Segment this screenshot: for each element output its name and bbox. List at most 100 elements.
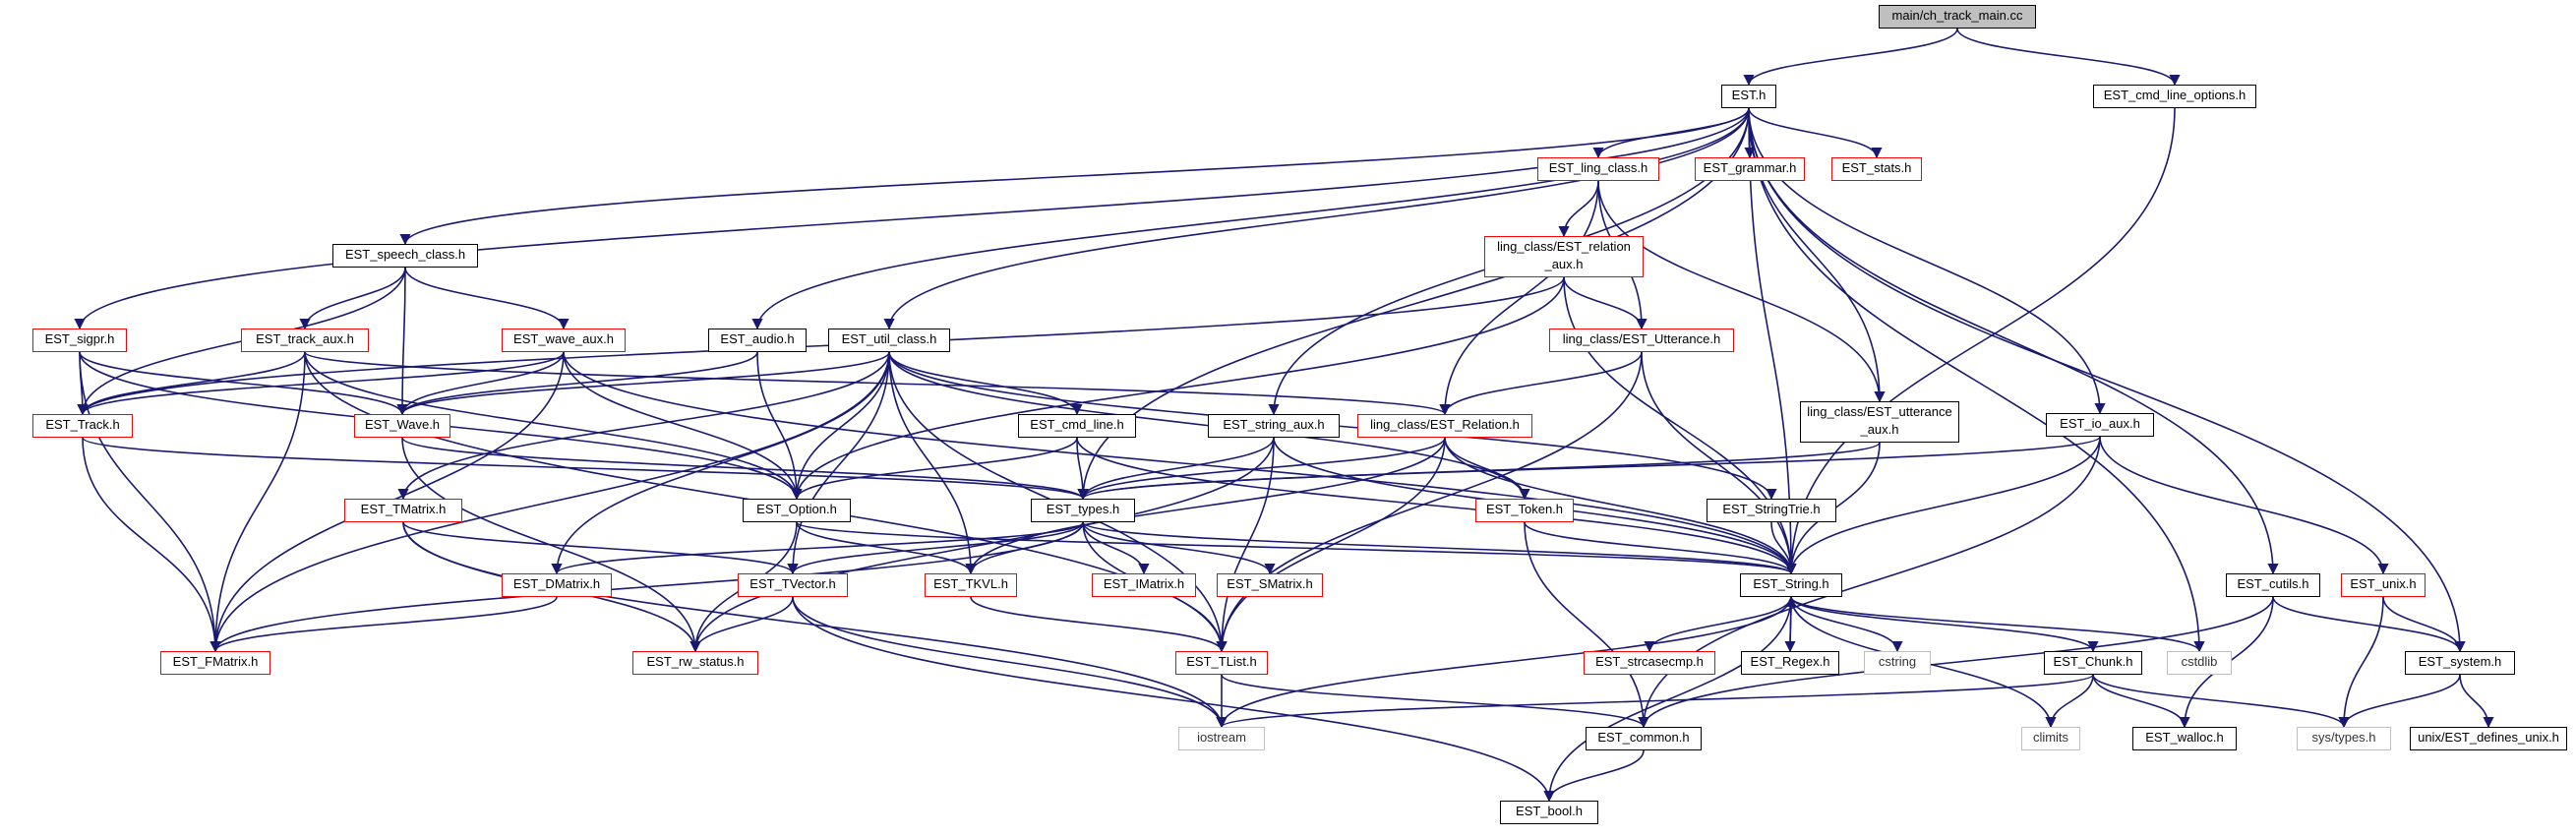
node-est-rw-status-h[interactable]: EST_rw_status.h: [632, 651, 758, 675]
edge-est_unix-to-sys_types: [2338, 596, 2384, 729]
edge-est_system-to-unix_defines: [2459, 674, 2494, 729]
edge-est_util_class-to-est_wave: [396, 351, 890, 416]
node-est-types-h[interactable]: EST_types.h: [1031, 499, 1135, 522]
node-ling-class-est-relation-h[interactable]: ling_class/EST_Relation.h: [1357, 414, 1532, 438]
edge-est_string_aux-to-est_types: [1077, 437, 1275, 501]
edge-est_util_class-to-est_tkvl: [888, 351, 977, 575]
edge-est_speech_class-to-est_wave_aux: [404, 267, 569, 330]
edge-est_track_aux-to-est_track: [77, 351, 306, 416]
edge-est_types-to-est_imatrix: [1082, 521, 1150, 575]
node-est-h[interactable]: EST.h: [1721, 85, 1776, 108]
node-est-bool-h[interactable]: EST_bool.h: [1500, 801, 1598, 824]
node-est-regex-h[interactable]: EST_Regex.h: [1741, 651, 1839, 675]
node-est-strcasecmp-h[interactable]: EST_strcasecmp.h: [1584, 651, 1715, 675]
node-ling-class-est-utterance-aux-h[interactable]: ling_class/EST_utterance _aux.h: [1800, 401, 1959, 443]
edge-est_util_class-to-est_tvector: [787, 351, 890, 575]
node-est-ling-class-h[interactable]: EST_ling_class.h: [1537, 157, 1659, 181]
edge-ling_relation-to-est_tkvl: [965, 437, 1446, 575]
edge-est_sigpr-to-est_wave: [79, 351, 408, 416]
node-est-system-h[interactable]: EST_system.h: [2405, 651, 2515, 675]
node-est-common-h[interactable]: EST_common.h: [1586, 727, 1702, 750]
node-est-wave-aux-h[interactable]: EST_wave_aux.h: [502, 329, 626, 352]
edge-est_h-to-est_ling_class: [1592, 107, 1750, 159]
edge-est_h-to-est_util_class: [883, 107, 1750, 330]
node-est-tvector-h[interactable]: EST_TVector.h: [738, 573, 848, 597]
edge-est_tlist-to-est_common: [1221, 674, 1649, 729]
edge-est_chunk-to-est_walloc: [2092, 674, 2190, 729]
edge-est_string-to-est_chunk: [1790, 596, 2099, 653]
node-ling-class-est-utterance-h[interactable]: ling_class/EST_Utterance.h: [1549, 329, 1734, 352]
edge-est_wave_aux-to-est_string: [563, 351, 1797, 575]
edge-est_track_aux-to-est_option: [304, 351, 803, 501]
edge-est_string-to-cstdlib: [1790, 596, 2205, 653]
edge-est_util_class-to-est_option: [791, 351, 890, 501]
node-est-token-h[interactable]: EST_Token.h: [1475, 499, 1574, 522]
node-est-io-aux-h[interactable]: EST_io_aux.h: [2046, 413, 2154, 437]
node-unix-est-defines-unix-h[interactable]: unix/EST_defines_unix.h: [2410, 727, 2567, 750]
node-est-tkvl-h[interactable]: EST_TKVL.h: [925, 573, 1017, 597]
node-est-fmatrix-h[interactable]: EST_FMatrix.h: [160, 651, 270, 675]
node-est-audio-h[interactable]: EST_audio.h: [708, 329, 807, 352]
node-cstdlib[interactable]: cstdlib: [2167, 651, 2232, 675]
node-est-imatrix-h[interactable]: EST_IMatrix.h: [1092, 573, 1196, 597]
node-label-line: ling_class/EST_utterance: [1807, 404, 1952, 419]
node-est-cmd-line-h[interactable]: EST_cmd_line.h: [1018, 414, 1136, 438]
edge-est_types-to-est_tvector: [787, 521, 1084, 575]
node-est-util-class-h[interactable]: EST_util_class.h: [828, 329, 950, 352]
edge-est_cutils-to-est_common: [1638, 596, 2274, 729]
edge-est_speech_class-to-est_wave: [396, 267, 408, 416]
edge-est_string-to-est_bool: [1543, 596, 1792, 803]
node-est-stats-h[interactable]: EST_stats.h: [1831, 157, 1922, 181]
edge-est_track_aux-to-ling_relation: [304, 351, 1451, 416]
node-est-track-h[interactable]: EST_Track.h: [32, 414, 133, 438]
edge-est_tkvl-to-est_tlist: [970, 596, 1228, 653]
node-est-chunk-h[interactable]: EST_Chunk.h: [2044, 651, 2142, 675]
edge-est_io_aux-to-est_types: [1077, 436, 2101, 501]
node-est-string-h[interactable]: EST_String.h: [1740, 573, 1842, 597]
edge-est_util_class-to-est_fmatrix: [210, 351, 890, 653]
edge-est_util_class-to-est_tmatrix: [397, 351, 890, 501]
node-est-grammar-h[interactable]: EST_grammar.h: [1695, 157, 1805, 181]
edge-est_cutils-to-est_system: [2272, 596, 2466, 653]
node-est-sigpr-h[interactable]: EST_sigpr.h: [32, 329, 127, 352]
edge-est_string_aux-to-est_rw_status: [689, 437, 1275, 653]
node-est-dmatrix-h[interactable]: EST_DMatrix.h: [502, 573, 612, 597]
node-est-option-h[interactable]: EST_Option.h: [743, 499, 851, 522]
node-climits[interactable]: climits: [2021, 727, 2080, 750]
edge-est_h-to-est_system: [1748, 107, 2466, 653]
node-est-stringtrie-h[interactable]: EST_StringTrie.h: [1707, 499, 1836, 522]
edge-est_tvector-to-est_bool: [792, 596, 1555, 803]
edge-est_unix-to-est_system: [2382, 596, 2466, 653]
edge-est_dmatrix-to-est_fmatrix: [210, 596, 558, 653]
edge-est_types-to-est_string: [1082, 521, 1797, 575]
edge-est_track-to-est_fmatrix: [82, 437, 221, 653]
node-label-line: _aux.h: [1544, 257, 1584, 271]
edge-ling_relation_aux-to-est_option: [791, 276, 1565, 501]
edge-est_track-to-est_types: [82, 437, 1089, 501]
edge-est_tvector-to-est_rw_status: [689, 596, 794, 653]
node-est-string-aux-h[interactable]: EST_string_aux.h: [1208, 414, 1340, 438]
node-est-unix-h[interactable]: EST_unix.h: [2341, 573, 2426, 597]
edge-est_cmd_line_options-to-est_string: [1785, 107, 2176, 575]
edge-est_token-to-est_string: [1524, 521, 1797, 575]
node-ling-class-est-relation-aux-h[interactable]: ling_class/EST_relation _aux.h: [1484, 236, 1644, 277]
node-sys-types-h[interactable]: sys/types.h: [2297, 727, 2391, 750]
node-est-wave-h[interactable]: EST_Wave.h: [354, 414, 450, 438]
edge-est_h-to-est_stats: [1748, 107, 1883, 159]
node-est-cutils-h[interactable]: EST_cutils.h: [2226, 573, 2320, 597]
node-label-line: _aux.h: [1860, 422, 1899, 437]
node-est-tlist-h[interactable]: EST_TList.h: [1175, 651, 1268, 675]
node-est-track-aux-h[interactable]: EST_track_aux.h: [241, 329, 369, 352]
node-cstring[interactable]: cstring: [1864, 651, 1931, 675]
node-est-cmd-line-options-h[interactable]: EST_cmd_line_options.h: [2093, 85, 2256, 108]
node-iostream[interactable]: iostream: [1178, 727, 1265, 750]
edge-est_h-to-cstdlib: [1748, 107, 2205, 653]
node-est-walloc-h[interactable]: EST_walloc.h: [2132, 727, 2237, 750]
node-est-speech-class-h[interactable]: EST_speech_class.h: [332, 244, 478, 268]
edge-est_cmd_line-to-est_string: [1076, 437, 1797, 575]
node-est-tmatrix-h[interactable]: EST_TMatrix.h: [344, 499, 462, 522]
edge-est_ling_class-to-ling_relation: [1439, 180, 1599, 416]
edge-ling_relation_aux-to-ling_utterance: [1563, 276, 1647, 330]
edge-est_chunk-to-iostream: [1216, 674, 2094, 729]
node-est-smatrix-h[interactable]: EST_SMatrix.h: [1217, 573, 1323, 597]
